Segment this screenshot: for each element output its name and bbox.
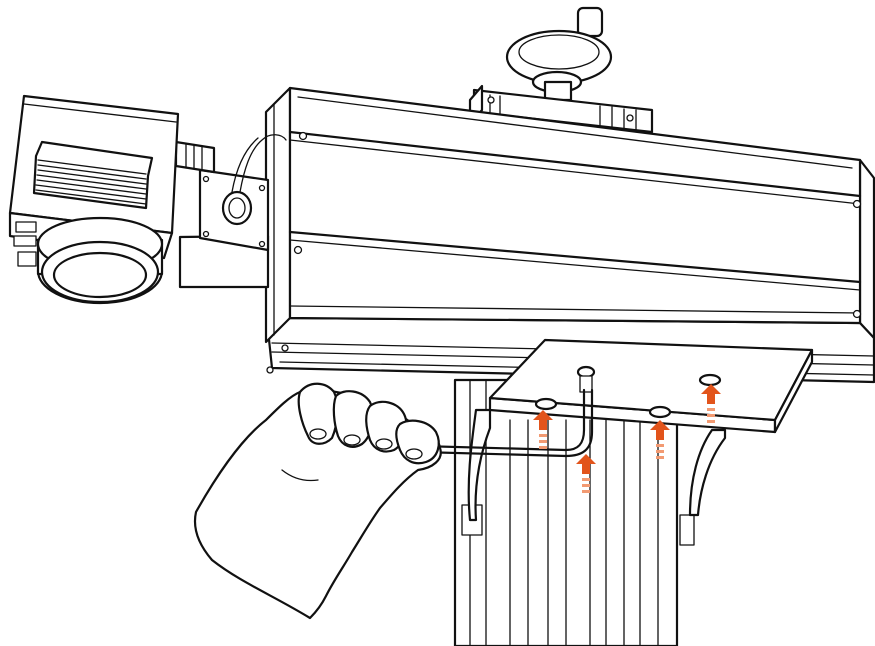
main-housing	[264, 86, 875, 384]
up-arrow-icon	[650, 420, 670, 459]
up-arrow-icon	[533, 410, 553, 449]
mounting-plate	[467, 338, 814, 522]
up-arrow-icon	[701, 384, 721, 423]
top-bracket	[468, 84, 654, 134]
laser-head	[8, 94, 287, 305]
arrow-group	[533, 384, 721, 493]
up-arrow-icon	[576, 454, 596, 493]
hand	[193, 382, 442, 620]
hex-key	[418, 388, 594, 458]
handwheel	[505, 6, 613, 102]
vent-slats	[35, 159, 147, 205]
